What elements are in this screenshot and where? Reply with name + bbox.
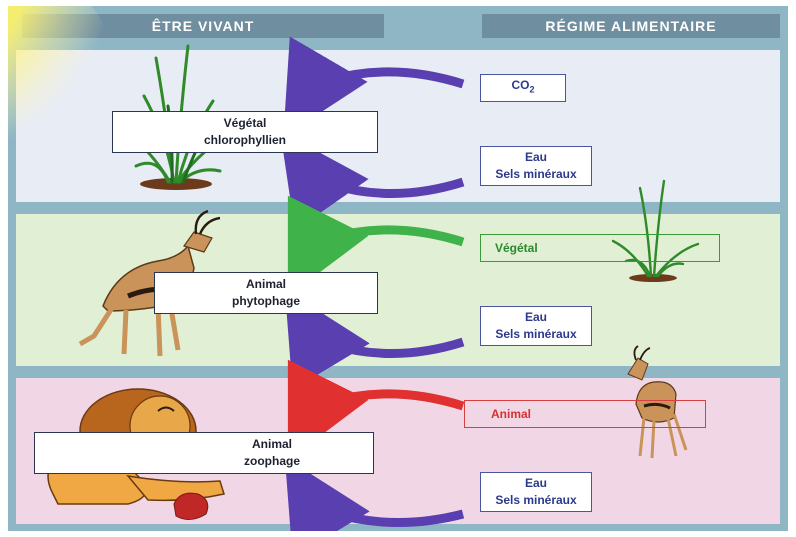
box-green-plant: Végétal chlorophyllien bbox=[112, 111, 378, 153]
label-eau-2: Eau bbox=[525, 309, 547, 326]
label-vegetal: Végétal bbox=[224, 115, 267, 132]
sun bbox=[8, 6, 113, 161]
label-co2-subscript: 2 bbox=[529, 85, 534, 95]
label-animal-1: Animal bbox=[246, 276, 286, 293]
box-herbivore: Animal phytophage bbox=[154, 272, 378, 314]
arrow-water-minerals-1 bbox=[306, 168, 463, 194]
box-water-minerals-2: Eau Sels minéraux bbox=[480, 306, 592, 346]
meat bbox=[174, 493, 208, 519]
grass-tuft-small bbox=[613, 181, 698, 282]
box-carnivore: Animal zoophage bbox=[34, 432, 374, 474]
label-co2: CO bbox=[511, 78, 529, 92]
label-vegetal-food: Végétal bbox=[495, 240, 538, 257]
arrow-co2 bbox=[306, 72, 463, 98]
box-water-minerals-1: Eau Sels minéraux bbox=[480, 146, 592, 186]
label-animal-2: Animal bbox=[252, 436, 292, 453]
arrow-animal-food bbox=[308, 394, 463, 420]
box-vegetal-food: Végétal bbox=[480, 234, 720, 262]
arrow-plant-food bbox=[308, 230, 463, 256]
box-co2: CO2 bbox=[480, 74, 566, 102]
box-animal-food: Animal bbox=[464, 400, 706, 428]
label-phytophage: phytophage bbox=[232, 293, 300, 310]
arrow-water-minerals-3 bbox=[308, 496, 463, 523]
label-sels-mineraux-1: Sels minéraux bbox=[495, 166, 576, 183]
label-chlorophyllien: chlorophyllien bbox=[204, 132, 286, 149]
arrow-water-minerals-2 bbox=[308, 328, 463, 354]
label-zoophage: zoophage bbox=[244, 453, 300, 470]
label-sels-mineraux-2: Sels minéraux bbox=[495, 326, 576, 343]
label-animal-food: Animal bbox=[491, 406, 531, 423]
label-sels-mineraux-3: Sels minéraux bbox=[495, 492, 576, 509]
diagram-frame: ÊTRE VIVANT RÉGIME ALIMENTAIRE bbox=[8, 6, 788, 531]
box-water-minerals-3: Eau Sels minéraux bbox=[480, 472, 592, 512]
label-eau-3: Eau bbox=[525, 475, 547, 492]
label-eau-1: Eau bbox=[525, 149, 547, 166]
